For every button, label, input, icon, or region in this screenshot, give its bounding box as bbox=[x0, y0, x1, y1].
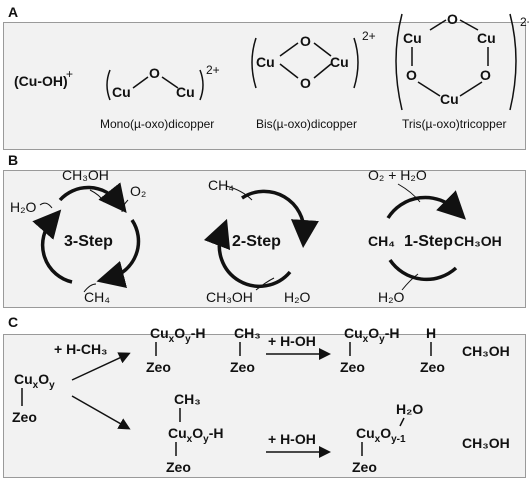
mono-charge: 2+ bbox=[206, 63, 220, 77]
step1-h2o: H₂O bbox=[378, 289, 405, 305]
bottom-hoh: + H-OH bbox=[268, 431, 316, 447]
tris-cu-left: Cu bbox=[403, 30, 422, 46]
top-intermediate: CuxOy-H bbox=[150, 325, 205, 345]
panel-c: C CuxOy Zeo + H-CH₃ CuxOy-H Zeo CH₃ Zeo … bbox=[0, 310, 529, 480]
tris-cu-right: Cu bbox=[477, 30, 496, 46]
step1-o2h2o: O₂ + H₂O bbox=[368, 167, 427, 183]
bottom-intermediate: CuxOy-H bbox=[168, 425, 223, 445]
panel-c-label: C bbox=[8, 314, 19, 330]
step3-h2o: H₂O bbox=[10, 199, 37, 215]
top-h: H bbox=[426, 325, 436, 341]
bis-o-top: O bbox=[300, 33, 311, 49]
step3-o2: O₂ bbox=[130, 183, 146, 199]
start-zeo: Zeo bbox=[12, 409, 37, 425]
panel-a-label: A bbox=[8, 4, 19, 20]
tris-caption: Tris(µ-oxo)tricopper bbox=[402, 117, 506, 131]
tris-charge: 2+ bbox=[520, 15, 529, 29]
start-cuxoy: CuxOy bbox=[14, 371, 55, 391]
step3-label: 3-Step bbox=[64, 233, 113, 250]
reagent-hch3: + H-CH₃ bbox=[54, 341, 108, 357]
top-h-zeo: Zeo bbox=[420, 359, 445, 375]
panel-a-structures: (Cu-OH) + Cu O Cu 2+ Mono(µ-oxo)dicopper… bbox=[14, 11, 529, 131]
cycle-3-step: 3-Step CH₃OH H₂O O₂ CH₄ bbox=[10, 167, 146, 305]
top-hoh: + H-OH bbox=[268, 333, 316, 349]
step1-ch4: CH₄ bbox=[368, 233, 395, 249]
bis-cu-left: Cu bbox=[256, 54, 275, 70]
panel-b-cycles: 3-Step CH₃OH H₂O O₂ CH₄ 2-Step CH₄ CH₃OH… bbox=[10, 167, 502, 305]
cu-oh-charge: + bbox=[66, 67, 73, 81]
mono-cu-right: Cu bbox=[176, 84, 195, 100]
cycle-1-step: CH₄ 1-Step CH₃OH O₂ + H₂O H₂O bbox=[368, 167, 502, 305]
bottom-product: CuxOy-1 bbox=[356, 425, 406, 445]
step1-label: 1-Step bbox=[404, 233, 453, 250]
top-intermediate-zeo: Zeo bbox=[146, 359, 171, 375]
bottom-intermediate-zeo: Zeo bbox=[166, 459, 191, 475]
panel-b: B 3-Step CH₃OH H₂O O₂ CH₄ 2-Step bbox=[0, 150, 529, 310]
mono-cu-left: Cu bbox=[112, 84, 131, 100]
step1-ch3oh: CH₃OH bbox=[454, 233, 502, 249]
arrow-top-branch bbox=[71, 352, 131, 381]
mono-caption: Mono(µ-oxo)dicopper bbox=[100, 117, 214, 131]
tris-o-right: O bbox=[480, 67, 491, 83]
mono-oxo-dicopper: Cu O Cu 2+ bbox=[106, 63, 220, 101]
panel-a-box bbox=[3, 22, 526, 150]
cu-oh-species: (Cu-OH) bbox=[14, 73, 68, 89]
top-methyl-zeo: Zeo bbox=[230, 359, 255, 375]
bottom-product-zeo: Zeo bbox=[352, 459, 377, 475]
tris-o-left: O bbox=[406, 67, 417, 83]
step2-label: 2-Step bbox=[232, 233, 281, 250]
tris-cu-bottom: Cu bbox=[440, 91, 459, 107]
bis-o-bottom: O bbox=[300, 75, 311, 91]
bis-caption: Bis(µ-oxo)dicopper bbox=[256, 117, 357, 131]
step2-ch3oh: CH₃OH bbox=[206, 289, 253, 305]
bottom-ch3oh: CH₃OH bbox=[462, 435, 510, 451]
top-product-zeo: Zeo bbox=[340, 359, 365, 375]
bis-charge: 2+ bbox=[362, 29, 376, 43]
mono-o: O bbox=[149, 65, 160, 81]
step2-ch4: CH₄ bbox=[208, 177, 234, 193]
step2-h2o: H₂O bbox=[284, 289, 311, 305]
cycle-2-step: 2-Step CH₄ CH₃OH H₂O bbox=[203, 177, 319, 305]
tris-oxo-tricopper: O Cu Cu O O Cu 2+ bbox=[395, 11, 529, 111]
bottom-methyl: CH₃ bbox=[174, 391, 201, 407]
bis-oxo-dicopper: Cu O O Cu 2+ bbox=[251, 29, 376, 91]
panel-c-scheme: CuxOy Zeo + H-CH₃ CuxOy-H Zeo CH₃ Zeo + … bbox=[12, 325, 510, 475]
panel-b-label: B bbox=[8, 152, 19, 168]
panel-a: A (Cu-OH) + Cu O Cu 2+ Mono(µ-oxo)dicopp… bbox=[0, 0, 529, 150]
bottom-h2o: H₂O bbox=[396, 401, 423, 417]
top-methyl: CH₃ bbox=[234, 325, 261, 341]
top-ch3oh: CH₃OH bbox=[462, 343, 510, 359]
bis-cu-right: Cu bbox=[330, 54, 349, 70]
step3-ch3oh: CH₃OH bbox=[62, 167, 109, 183]
top-product: CuxOy-H bbox=[344, 325, 399, 345]
tris-o-top: O bbox=[447, 11, 458, 27]
arrow-bottom-branch bbox=[71, 395, 131, 430]
step3-ch4: CH₄ bbox=[84, 289, 110, 305]
